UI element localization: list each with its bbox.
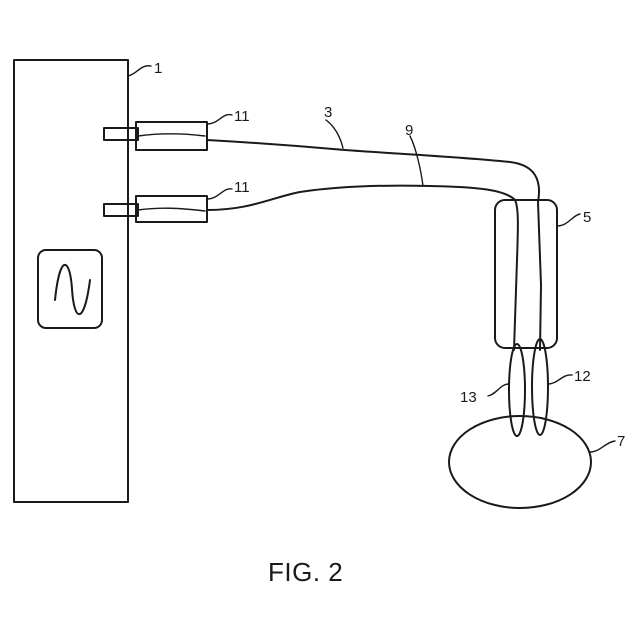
leader-13: [488, 384, 509, 396]
electrode-13: [509, 344, 525, 436]
leader-11-top: [207, 115, 232, 124]
plug-top: [104, 128, 138, 140]
label-tissue: 7: [617, 433, 625, 450]
label-connector-top: 11: [234, 108, 250, 125]
label-generator: 1: [154, 60, 162, 77]
label-electrode-12: 12: [574, 368, 591, 385]
connector-top: [136, 122, 207, 150]
sine-wave-icon: [55, 265, 90, 314]
leader-5: [557, 214, 580, 226]
label-cable-3: 3: [324, 104, 332, 121]
figure-caption: FIG. 2: [268, 557, 343, 587]
leader-1: [128, 66, 151, 76]
leader-7: [590, 441, 615, 452]
leader-3: [326, 120, 343, 148]
tissue: [449, 416, 591, 508]
label-electrode-13: 13: [460, 389, 477, 406]
label-connector-bottom: 11: [234, 179, 250, 196]
leader-12: [548, 375, 572, 384]
leader-11-bottom: [207, 189, 232, 199]
connector-top-inner: [138, 134, 205, 136]
cable-3: [207, 140, 541, 350]
label-cable-9: 9: [405, 122, 413, 139]
electrode-12: [532, 339, 548, 435]
leader-9: [410, 136, 423, 186]
plug-bottom: [104, 204, 138, 216]
handpiece: [495, 200, 557, 348]
generator-display: [38, 250, 102, 328]
cable-9: [207, 186, 518, 350]
connector-bottom-inner: [138, 208, 205, 211]
label-handpiece: 5: [583, 209, 591, 226]
